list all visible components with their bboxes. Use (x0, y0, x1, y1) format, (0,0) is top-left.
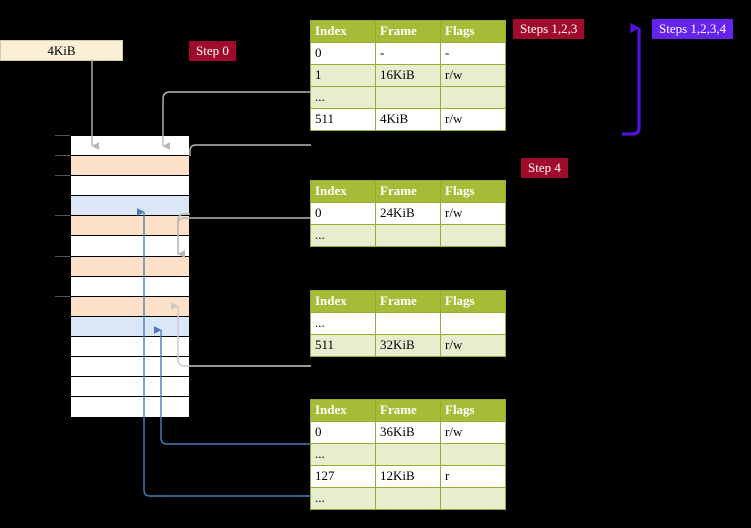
memory-row-tick (55, 175, 70, 177)
table-cell: ... (310, 224, 376, 247)
memory-frame-row[interactable] (71, 156, 189, 177)
table-row[interactable]: ... (310, 224, 506, 247)
memory-row-tick (55, 295, 70, 297)
memory-row-tick (55, 215, 70, 217)
memory-row-tick (55, 155, 70, 157)
memory-frame-row[interactable] (71, 136, 189, 157)
table-cell: r (440, 465, 506, 488)
column-header-flags: Flags (440, 180, 506, 203)
table-row[interactable]: ... (310, 312, 506, 335)
column-header-flags: Flags (440, 20, 506, 43)
steps-123-badge: Steps 1,2,3 (513, 19, 585, 39)
memory-frame-row[interactable] (71, 196, 189, 217)
table-cell (440, 86, 506, 109)
column-header-frame: Frame (375, 20, 441, 43)
table-cell: r/w (440, 202, 506, 225)
table-cell: 0 (310, 42, 376, 65)
table-cell: 24KiB (375, 202, 441, 225)
table-cell: r/w (440, 421, 506, 444)
column-header-frame: Frame (375, 290, 441, 313)
step-0-badge: Step 0 (189, 41, 236, 61)
table-cell (440, 224, 506, 247)
table-cell: 32KiB (375, 334, 441, 357)
table-cell: 127 (310, 465, 376, 488)
table-cell: 0 (310, 421, 376, 444)
table-cell (375, 224, 441, 247)
steps-1234-badge: Steps 1,2,3,4 (652, 19, 734, 39)
table-cell: 12KiB (375, 465, 441, 488)
table-cell: ... (310, 86, 376, 109)
table-cell (375, 443, 441, 466)
table-cell: - (375, 42, 441, 65)
memory-frame-row[interactable] (71, 176, 189, 197)
table-cell: ... (310, 443, 376, 466)
table-cell (375, 487, 441, 510)
table-cell (375, 312, 441, 335)
memory-row-tick (55, 135, 70, 136)
table-cell: ... (310, 312, 376, 335)
table-cell: 511 (310, 108, 376, 131)
table-cell: r/w (440, 108, 506, 131)
step-4-badge: Step 4 (521, 158, 568, 178)
memsize-box: 4KiB (0, 40, 123, 61)
table-cell: 36KiB (375, 421, 441, 444)
column-header-flags: Flags (440, 290, 506, 313)
table-row[interactable]: ... (310, 487, 506, 510)
table-row[interactable]: ... (310, 443, 506, 466)
column-header-frame: Frame (375, 399, 441, 422)
column-header-index: Index (310, 180, 376, 203)
table-cell: ... (310, 487, 376, 510)
table-cell: 511 (310, 334, 376, 357)
column-header-index: Index (310, 290, 376, 313)
column-header-frame: Frame (375, 180, 441, 203)
table-cell: 16KiB (375, 64, 441, 87)
column-header-index: Index (310, 399, 376, 422)
table-cell: 1 (310, 64, 376, 87)
table-cell: r/w (440, 334, 506, 357)
table-row[interactable]: 0-- (310, 42, 506, 65)
table-cell: 4KiB (375, 108, 441, 131)
column-header-index: Index (310, 20, 376, 43)
table-cell: 0 (310, 202, 376, 225)
table-cell (440, 312, 506, 335)
table-cell (375, 86, 441, 109)
table-cell (440, 443, 506, 466)
table-cell (440, 487, 506, 510)
table-cell: r/w (440, 64, 506, 87)
column-header-flags: Flags (440, 399, 506, 422)
table-row[interactable]: ... (310, 86, 506, 109)
table-cell: - (440, 42, 506, 65)
memory-row-tick (55, 255, 70, 257)
